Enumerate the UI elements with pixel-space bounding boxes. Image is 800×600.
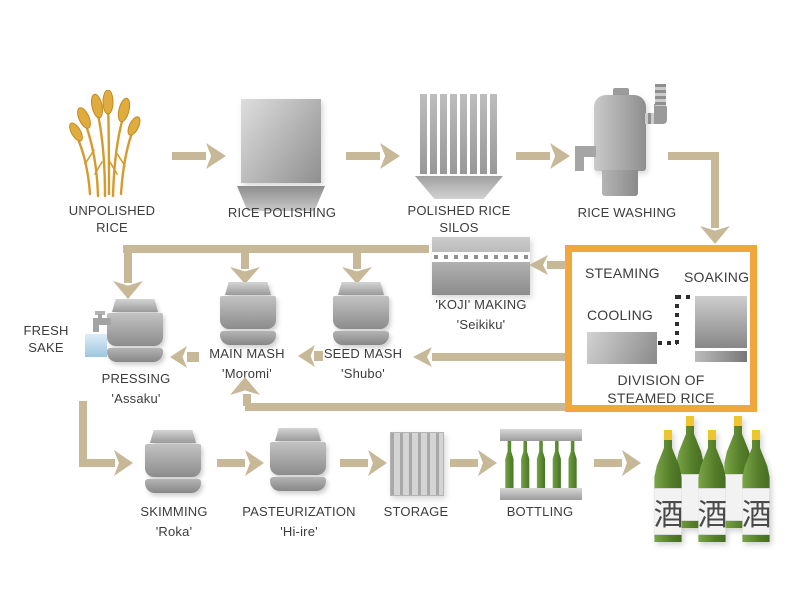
flow-arrow-icon	[700, 226, 730, 244]
sake-label: 酒	[698, 488, 726, 536]
koji-making-label: 'KOJI' MAKING	[435, 297, 527, 312]
flow-line	[187, 352, 199, 362]
flow-line	[711, 152, 719, 228]
flow-line	[346, 152, 380, 160]
soaking-label: SOAKING	[684, 269, 750, 285]
unpolished-rice-label: UNPOLISHED RICE	[68, 203, 156, 235]
flow-arrow-icon	[206, 143, 226, 169]
flow-arrow-icon	[622, 450, 641, 476]
flow-arrow-icon	[550, 143, 570, 169]
flow-line	[241, 253, 249, 269]
flow-line	[340, 459, 368, 467]
soaking-tray-icon	[695, 351, 747, 362]
sake-bottles-icon: 酒 酒 酒	[648, 416, 778, 546]
flow-line	[245, 403, 565, 411]
seed-mash-tank-icon	[333, 282, 389, 346]
rice-washing-machine-icon	[570, 82, 670, 202]
cooling-belt-icon	[587, 332, 657, 364]
pressing-tank-icon	[107, 299, 163, 363]
storage-label: STORAGE	[383, 504, 449, 519]
faucet-icon	[92, 310, 114, 332]
flow-line	[172, 152, 206, 160]
main-mash-label: MAIN MASH	[209, 346, 285, 361]
flow-line	[124, 253, 132, 283]
flow-line	[123, 245, 429, 253]
flow-line	[547, 261, 566, 269]
cooling-label: COOLING	[587, 307, 653, 323]
pasteurization-name: 'Hi-ire'	[280, 524, 318, 539]
flow-arrow-icon	[413, 347, 432, 367]
flow-line	[594, 459, 622, 467]
flow-line	[314, 351, 323, 361]
pasteurization-tank-icon	[270, 428, 326, 492]
flow-arrow-icon	[114, 450, 133, 476]
skimming-tank-icon	[145, 430, 201, 494]
flow-line	[79, 401, 87, 467]
skimming-name: 'Roka'	[155, 524, 193, 539]
flow-line	[668, 152, 719, 160]
flow-line	[432, 353, 565, 361]
rice-silos-icon	[420, 94, 497, 174]
seed-mash-label: SEED MASH	[323, 346, 403, 361]
dotted-flow-line	[675, 295, 679, 345]
flow-arrow-icon	[170, 346, 187, 368]
sake-label: 酒	[742, 488, 770, 536]
flow-line	[353, 253, 361, 269]
dotted-flow-line	[677, 295, 695, 299]
pressing-label: PRESSING	[101, 371, 171, 386]
flow-line	[243, 394, 251, 406]
flow-arrow-icon	[529, 255, 548, 275]
flow-line	[516, 152, 550, 160]
flow-arrow-icon	[368, 450, 387, 476]
soaking-tank-icon	[695, 296, 747, 348]
sake-label: 酒	[654, 488, 682, 536]
main-mash-name: 'Moromi'	[222, 366, 272, 381]
rice-silos-funnel-icon	[415, 176, 503, 199]
pasteurization-label: PASTEURIZATION	[242, 504, 356, 519]
rice-polishing-machine-icon	[241, 99, 321, 183]
dotted-flow-line	[658, 341, 677, 345]
flow-arrow-icon	[478, 450, 497, 476]
skimming-label: SKIMMING	[140, 504, 208, 519]
division-of-steamed-rice-label: DIVISION OF STEAMED RICE	[607, 372, 715, 406]
flow-arrow-icon	[380, 143, 400, 169]
flow-line	[450, 459, 478, 467]
storage-container-icon	[390, 432, 444, 496]
fresh-sake-label: FRESH SAKE	[23, 323, 69, 355]
pressing-name: 'Assaku'	[111, 391, 161, 406]
flow-arrow-icon	[245, 450, 264, 476]
seed-mash-name: 'Shubo'	[341, 366, 385, 381]
sake-bottle-front: 酒	[698, 430, 726, 542]
rice-plant-icon	[69, 90, 141, 198]
polished-rice-silos-label: POLISHED RICE SILOS	[407, 203, 511, 235]
flow-line	[79, 459, 115, 467]
rice-polishing-base-icon	[237, 186, 325, 211]
bottling-machine-icon	[500, 429, 582, 501]
fresh-sake-cup-icon	[85, 334, 107, 357]
rice-polishing-label: RICE POLISHING	[227, 205, 337, 220]
rice-washing-label: RICE WASHING	[577, 205, 677, 220]
steaming-label: STEAMING	[585, 265, 660, 281]
flow-arrow-icon	[113, 281, 143, 299]
flow-line	[217, 459, 245, 467]
main-mash-tank-icon	[220, 282, 276, 346]
koji-making-name: 'Seikiku'	[456, 317, 506, 332]
koji-making-machine-icon	[432, 237, 530, 295]
steamed-rice-highlight-box: STEAMING SOAKING COOLING DIVISION OF STE…	[565, 245, 757, 412]
bottling-label: BOTTLING	[506, 504, 574, 519]
